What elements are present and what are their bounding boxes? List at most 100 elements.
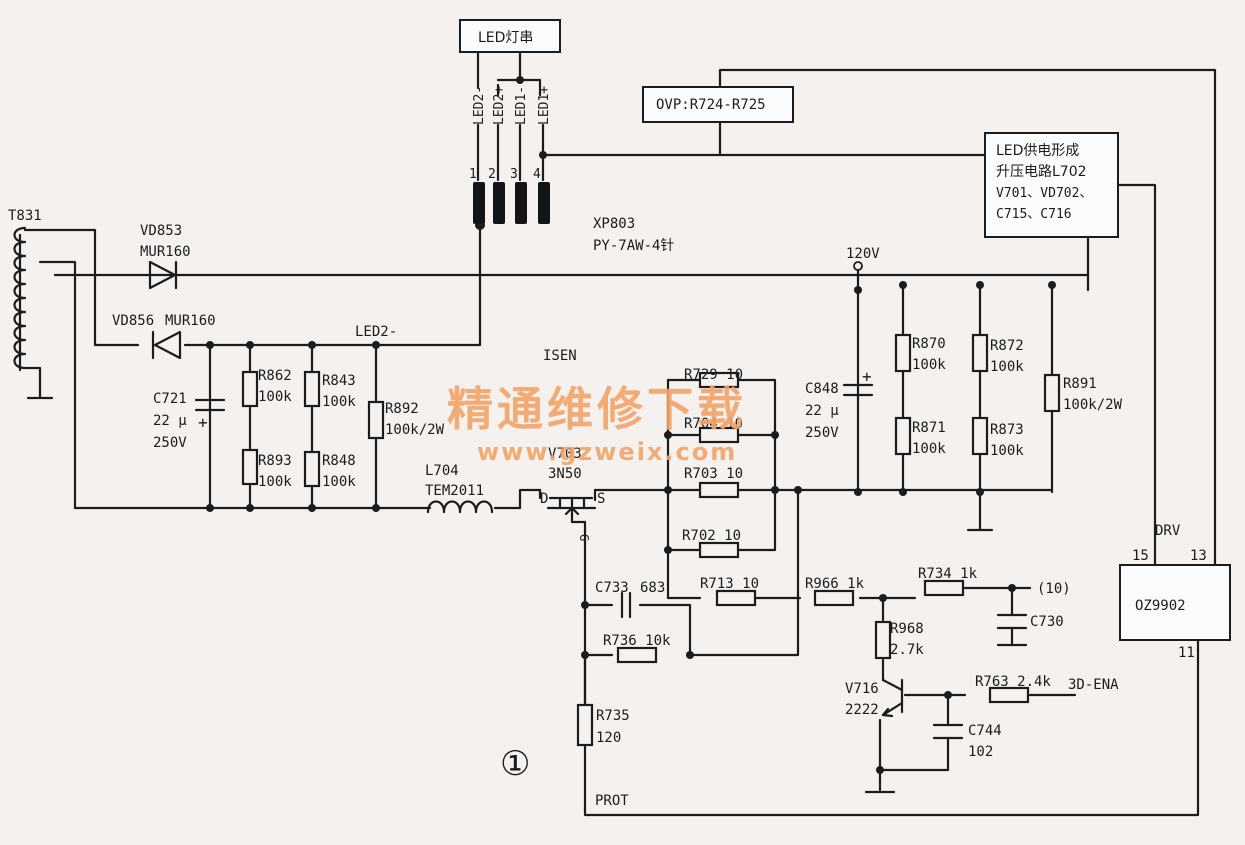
ic-pin11: 11: [1178, 645, 1195, 661]
vd856-part: MUR160: [165, 313, 216, 329]
pin-number-1: 1: [469, 167, 477, 182]
ic-oz9902: OZ9902 DRV 15 13 11: [1119, 523, 1231, 661]
connector-pin-labels: LED2- LED2+ LED1- LED1+: [472, 86, 552, 125]
pin-number-4: 4: [533, 167, 541, 182]
r843-ref: R843: [322, 373, 356, 389]
net-pin10: (10): [1037, 581, 1071, 597]
r729-label: R729 10: [684, 367, 743, 383]
boost-line-1: LED供电形成: [996, 143, 1079, 159]
pin-label-led2-minus: LED2-: [472, 86, 487, 125]
l704-part: TEM2011: [425, 483, 484, 499]
wires: [23, 50, 1217, 817]
r734-label: R734 1k: [918, 566, 978, 582]
c848-ref: C848: [805, 381, 839, 397]
transistor-v716: V716 2222: [845, 678, 904, 718]
boost-line-3: V701、VD702、: [996, 186, 1092, 201]
r893-ref: R893: [258, 453, 292, 469]
r703-label: R703 10: [684, 466, 743, 482]
r873-value: 100k: [990, 443, 1024, 459]
ic-name: OZ9902: [1135, 598, 1186, 614]
r713-label: R713 10: [700, 576, 759, 592]
r966-label: R966 1k: [805, 576, 865, 592]
ic-pin13: 13: [1190, 548, 1207, 564]
r862-ref: R862: [258, 368, 292, 384]
net-led2-minus: LED2-: [355, 324, 397, 340]
c744-ref: C744: [968, 723, 1002, 739]
vd853-ref: VD853: [140, 223, 182, 239]
c721-value: 22 µ: [153, 413, 187, 429]
capacitor-c730: C730: [996, 613, 1064, 630]
net-prot: PROT: [595, 793, 629, 809]
r871-ref: R871: [912, 420, 946, 436]
net-120v: 120V: [846, 246, 880, 262]
ground-symbols: [864, 528, 1028, 794]
pin-number-3: 3: [510, 167, 518, 182]
r892-value: 100k/2W: [385, 422, 445, 438]
watermark: 精通维修下载 www.gzweix.com: [447, 382, 743, 466]
r968-ref: R968: [890, 621, 924, 637]
r848-ref: R848: [322, 453, 356, 469]
c848-value: 22 µ: [805, 403, 839, 419]
mosfet-s: S: [597, 491, 605, 507]
r891-ref: R891: [1063, 376, 1097, 392]
c733-ref: C733: [595, 580, 629, 596]
r843-value: 100k: [322, 394, 356, 410]
mosfet-ref: V703: [548, 446, 582, 462]
transformer-t831: T831: [8, 208, 54, 400]
r870-ref: R870: [912, 336, 946, 352]
pin-label-led2-plus: LED2+: [492, 86, 507, 125]
connector-part: PY-7AW-4针: [593, 238, 674, 254]
c721-ref: C721: [153, 391, 187, 407]
c730-ref: C730: [1030, 614, 1064, 630]
capacitor-c733: C733 683: [595, 580, 665, 619]
mosfet-part: 3N50: [548, 466, 582, 482]
r735-ref: R735: [596, 708, 630, 724]
boost-line-4: C715、C716: [996, 207, 1072, 222]
r763-label: R763 2.4k: [975, 674, 1051, 690]
r968-value: 2.7k: [890, 642, 924, 658]
net-isen: ISEN: [543, 348, 577, 364]
figure-number: ①: [500, 744, 530, 784]
r848-value: 100k: [322, 474, 356, 490]
mosfet-v703: V703 3N50 D S G: [538, 446, 605, 541]
ovp-box: OVP:R724-R725: [642, 86, 794, 123]
capacitor-c744: C744 102: [932, 723, 1002, 760]
diode-vd856: VD856 MUR160: [112, 313, 216, 360]
r872-ref: R872: [990, 338, 1024, 354]
pin-label-led1-plus: LED1+: [537, 86, 552, 125]
vd853-part: MUR160: [140, 244, 191, 260]
net-labels: 120V LED2- ISEN PROT (10) 3D-ENA: [355, 246, 1119, 809]
capacitor-c721: + C721 22 µ 250V: [153, 391, 226, 451]
c744-value: 102: [968, 744, 993, 760]
r871-value: 100k: [912, 441, 946, 457]
r735-value: 120: [596, 730, 621, 746]
c848-volt: 250V: [805, 425, 839, 441]
ovp-label: OVP:R724-R725: [656, 97, 766, 113]
svg-text:+: +: [862, 367, 872, 386]
svg-text:+: +: [198, 413, 208, 432]
ic-pin15: 15: [1132, 548, 1149, 564]
resistors-horizontal: R729 10 R704 10 R703 10 R702 10 R713 10 …: [603, 367, 1051, 704]
capacitor-c848: + C848 22 µ 250V: [805, 367, 874, 441]
r702-label: R702 10: [682, 528, 741, 544]
led-string-label: LED灯串: [478, 30, 533, 46]
pin-label-led1-minus: LED1-: [514, 86, 529, 125]
pin-number-2: 2: [488, 167, 496, 182]
c721-volt: 250V: [153, 435, 187, 451]
r870-value: 100k: [912, 357, 946, 373]
inductor-l704: L704 TEM2011: [425, 463, 494, 514]
v716-ref: V716: [845, 681, 879, 697]
mosfet-d: D: [540, 491, 548, 507]
v716-part: 2222: [845, 702, 879, 718]
r704-label: R704 10: [684, 416, 743, 432]
resistors-vertical: R862 100k R893 100k R843 100k R848 100k …: [241, 333, 1123, 747]
r862-value: 100k: [258, 389, 292, 405]
net-3d-ena: 3D-ENA: [1068, 677, 1119, 693]
r873-ref: R873: [990, 422, 1024, 438]
junctions: [206, 76, 1056, 774]
diode-vd853: VD853 MUR160: [140, 223, 191, 290]
mosfet-g: G: [577, 534, 591, 541]
r736-label: R736 10k: [603, 633, 671, 649]
ic-drv: DRV: [1155, 523, 1181, 539]
